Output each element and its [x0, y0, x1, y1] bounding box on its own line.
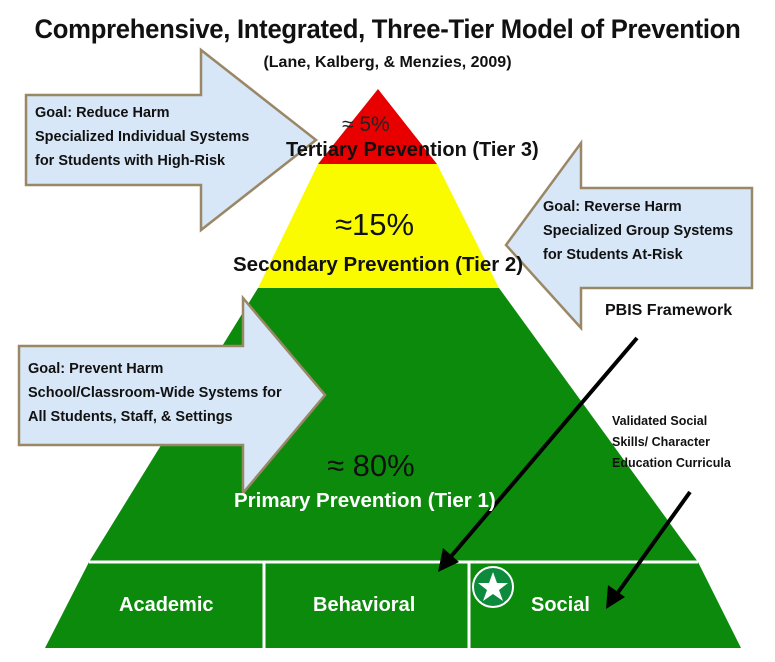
curricula-label: Validated Social Skills/ Character Educa…: [612, 411, 731, 474]
goal-text-tertiary: Goal: Reduce Harm Specialized Individual…: [35, 101, 249, 173]
curricula-line3: Education Curricula: [612, 456, 731, 470]
goal-primary-line1: Goal: Prevent Harm: [28, 361, 164, 377]
pointer-arrow-pbis-icon: [438, 336, 639, 572]
tier-secondary-band: [258, 164, 499, 288]
goal-text-primary: Goal: Prevent Harm School/Classroom-Wide…: [28, 357, 282, 429]
goal-tertiary-line2: Specialized Individual Systems: [35, 129, 250, 145]
goal-tertiary-line1: Goal: Reduce Harm: [35, 105, 170, 121]
curricula-line1: Validated Social: [612, 414, 708, 428]
tier-tertiary-percent: ≈ 5%: [342, 113, 390, 136]
diagram-citation: (Lane, Kalberg, & Menzies, 2009): [263, 54, 512, 71]
goal-arrow-primary: [17, 294, 327, 497]
goal-primary-line3: All Students, Staff, & Settings: [28, 409, 233, 425]
goal-secondary-line1: Goal: Reverse Harm: [543, 199, 682, 215]
star-icon: [472, 566, 514, 608]
goal-arrow-secondary: [504, 139, 754, 332]
goal-secondary-line3: for Students At-Risk: [543, 247, 683, 263]
tier-tertiary-label: Tertiary Prevention (Tier 3): [286, 139, 539, 161]
pointer-arrow-curricula-icon: [606, 490, 692, 609]
pbis-framework-label: PBIS Framework: [605, 302, 733, 319]
tier-tertiary-band: [318, 89, 437, 164]
base-academic-label: Academic: [119, 594, 214, 616]
curricula-line2: Skills/ Character: [612, 435, 710, 449]
diagram-title: Comprehensive, Integrated, Three-Tier Mo…: [34, 14, 741, 44]
base-band: [45, 562, 741, 648]
goal-secondary-line2: Specialized Group Systems: [543, 223, 734, 239]
tier-primary-percent: ≈ 80%: [327, 448, 415, 483]
goal-text-secondary: Goal: Reverse Harm Specialized Group Sys…: [543, 195, 733, 267]
base-behavioral-label: Behavioral: [313, 594, 416, 616]
tier-secondary-percent: ≈15%: [335, 207, 415, 242]
goal-arrow-tertiary: [24, 47, 319, 233]
tier-secondary-label: Secondary Prevention (Tier 2): [233, 253, 524, 276]
tier-primary-label: Primary Prevention (Tier 1): [234, 489, 496, 512]
base-social-label: Social: [531, 594, 590, 616]
goal-primary-line2: School/Classroom-Wide Systems for: [28, 385, 282, 401]
goal-tertiary-line3: for Students with High-Risk: [35, 153, 226, 169]
